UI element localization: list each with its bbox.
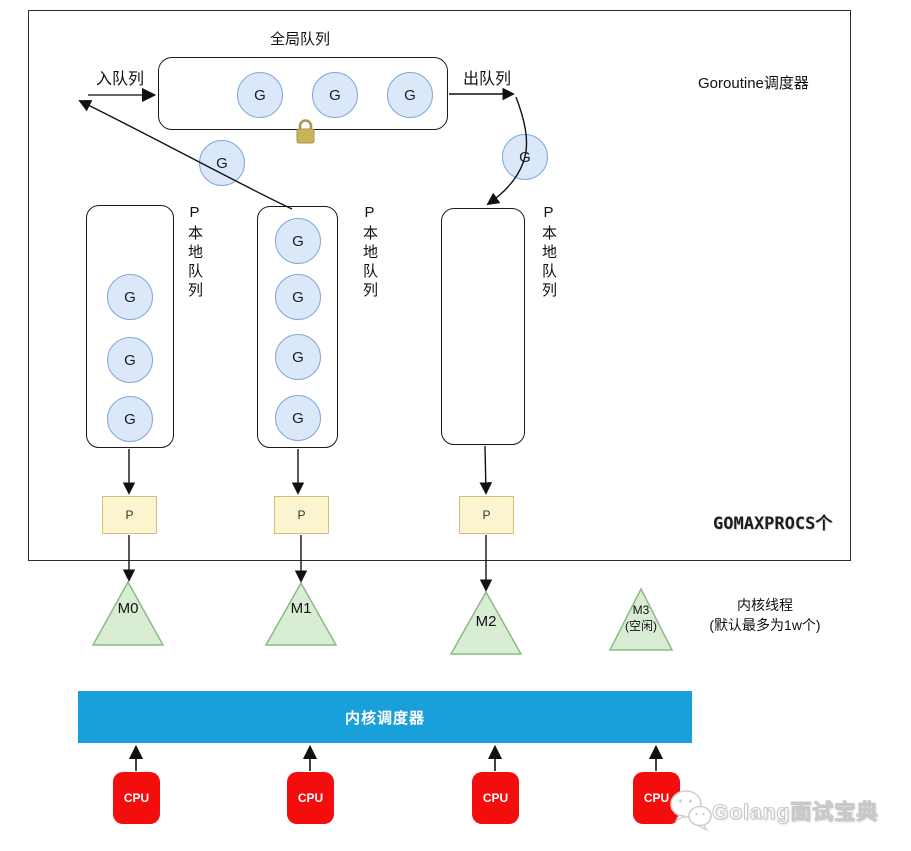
cpu-label: CPU	[123, 791, 150, 805]
processor-label: P	[297, 508, 306, 522]
local-queue-box-1	[86, 205, 174, 448]
goroutine-label: G	[404, 86, 416, 104]
cpu-box-1: CPU	[113, 772, 160, 824]
goroutine-label: G	[292, 348, 304, 366]
goroutine-circle: G	[275, 218, 321, 264]
cpu-box-2: CPU	[287, 772, 334, 824]
cpu-label: CPU	[297, 791, 324, 805]
thread-label-m2: M2	[475, 613, 497, 630]
goroutine-circle-transfer-left: G	[199, 140, 245, 186]
goroutine-circle: G	[312, 72, 358, 118]
cpu-box-3: CPU	[472, 772, 519, 824]
thread-label-m0: M0	[117, 600, 139, 617]
global-queue-label: 全局队列	[270, 31, 331, 48]
kernel-thread-note: 内核线程 (默认最多为1w个)	[700, 595, 830, 636]
goroutine-label: G	[292, 232, 304, 250]
enqueue-label: 入队列	[96, 71, 145, 88]
kernel-thread-note-line2: (默认最多为1w个)	[709, 617, 821, 634]
goroutine-circle: G	[237, 72, 283, 118]
kernel-scheduler-label: 内核调度器	[344, 709, 425, 727]
scheduler-title: Goroutine调度器	[698, 75, 809, 92]
kernel-scheduler-bar: 内核调度器	[78, 691, 692, 743]
goroutine-label: G	[254, 86, 266, 104]
wechat-icon	[670, 790, 712, 832]
local-queue-box-3	[441, 208, 525, 445]
lock-icon	[296, 119, 315, 144]
goroutine-label: G	[519, 148, 531, 166]
goroutine-label: G	[124, 288, 136, 306]
goroutine-circle: G	[107, 274, 153, 320]
processor-label: P	[482, 508, 491, 522]
processor-label: P	[125, 508, 134, 522]
thread-label-m1: M1	[290, 600, 312, 617]
kernel-thread-note-line1: 内核线程	[737, 597, 793, 613]
cpu-label: CPU	[482, 791, 509, 805]
goroutine-circle: G	[107, 337, 153, 383]
processor-box-1: P	[102, 496, 157, 534]
processor-box-3: P	[459, 496, 514, 534]
goroutine-circle-transfer-right: G	[502, 134, 548, 180]
gomaxprocs-label: GOMAXPROCS个	[713, 514, 833, 534]
goroutine-label: G	[292, 409, 304, 427]
processor-box-2: P	[274, 496, 329, 534]
dequeue-label: 出队列	[463, 71, 512, 88]
goroutine-circle: G	[275, 274, 321, 320]
cpu-label: CPU	[643, 791, 670, 805]
thread-idle-sublabel: (空闲)	[625, 619, 657, 634]
local-queue-label-2: P本地队列	[361, 204, 378, 301]
goroutine-circle: G	[387, 72, 433, 118]
goroutine-circle: G	[275, 334, 321, 380]
goroutine-label: G	[292, 288, 304, 306]
local-queue-label-1: P本地队列	[186, 204, 203, 301]
goroutine-label: G	[216, 154, 228, 172]
goroutine-label: G	[329, 86, 341, 104]
thread-label-m3: M3 (空闲)	[611, 602, 671, 634]
goroutine-label: G	[124, 351, 136, 369]
local-queue-label-3: P本地队列	[540, 204, 557, 301]
watermark-text: Golang面试宝典	[711, 800, 879, 824]
goroutine-label: G	[124, 410, 136, 428]
cpu-box-4: CPU	[633, 772, 680, 824]
goroutine-circle: G	[275, 395, 321, 441]
thread-label-m3-text: M3	[632, 603, 650, 617]
goroutine-circle: G	[107, 396, 153, 442]
